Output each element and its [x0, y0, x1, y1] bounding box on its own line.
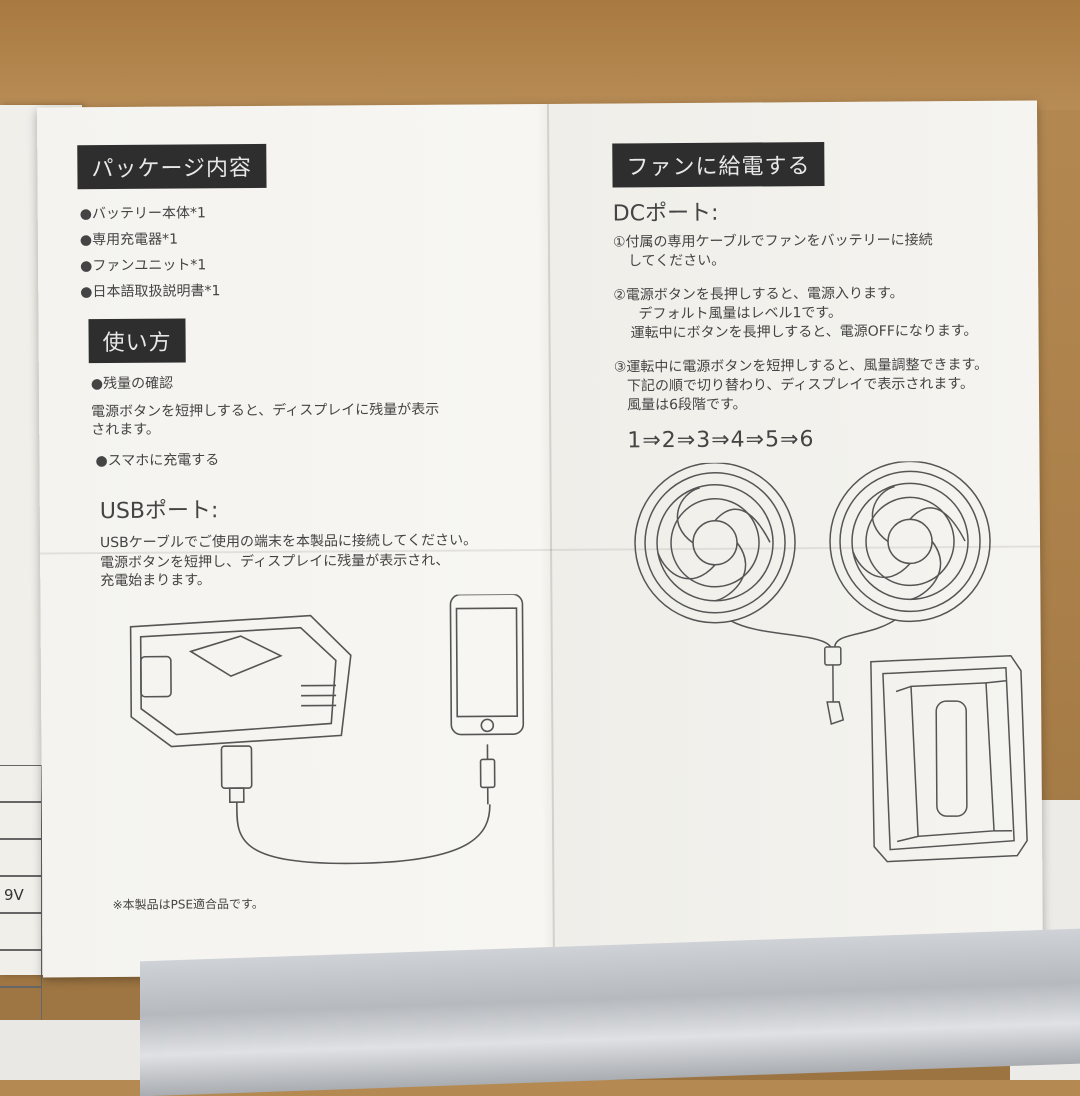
- usb-desc: USBケーブルでご使用の端末を本製品に接続してください。: [100, 531, 477, 553]
- battery-check-desc: されます。: [91, 421, 160, 440]
- fan-power-heading: ファンに給電する: [612, 142, 824, 187]
- cardboard-background: [0, 0, 1080, 110]
- spec-cell: [0, 839, 42, 876]
- usb-port-title: USBポート:: [100, 496, 219, 527]
- package-item: ●日本語取扱説明書*1: [80, 282, 220, 302]
- fan-right: [829, 461, 990, 622]
- instruction-sheet: パッケージ内容 ●バッテリー本体*1 ●専用充電器*1 ●ファンユニット*1 ●…: [37, 101, 1043, 978]
- pse-note: ※本製品はPSE適合品です。: [112, 896, 263, 913]
- usb-desc: 電源ボタンを短押し、ディスプレイに残量が表示され、: [100, 552, 449, 573]
- step-text: ③運転中に電源ボタンを短押しすると、風量調整できます。: [614, 356, 988, 378]
- package-item: ●バッテリー本体*1: [80, 204, 206, 224]
- charge-phone-label: ●スマホに充電する: [95, 451, 219, 471]
- battery-check-label: ●残量の確認: [91, 375, 173, 394]
- package-item: ●ファンユニット*1: [80, 256, 206, 276]
- package-heading: パッケージ内容: [77, 144, 266, 189]
- usage-heading: 使い方: [88, 318, 185, 363]
- fan-connection-illustration: [619, 461, 1042, 934]
- usb-desc: 充電始まります。: [100, 571, 211, 591]
- spec-cell: [0, 802, 42, 839]
- fan-level-sequence: 1⇒2⇒3⇒4⇒5⇒6: [627, 425, 814, 456]
- step-text: 風量は6段階です。: [627, 396, 747, 416]
- step-text: 下記の順で切り替わり、ディスプレイで表示されます。: [627, 375, 974, 396]
- package-item: ●専用充電器*1: [80, 231, 178, 251]
- spec-cell: 9V: [0, 876, 42, 913]
- spec-table-fragment: 9V: [0, 765, 42, 1024]
- usb-charging-illustration: [110, 594, 532, 887]
- battery-check-desc: 電源ボタンを短押しすると、ディスプレイに残量が表示: [91, 401, 439, 422]
- step-text: ①付属の専用ケーブルでファンをバッテリーに接続: [613, 231, 933, 252]
- spec-cell: [0, 765, 42, 802]
- spec-cell: [0, 950, 42, 987]
- spec-cell: [0, 987, 42, 1024]
- white-box-corner: [0, 1020, 140, 1080]
- dc-port-title: DCポート:: [613, 199, 719, 229]
- step-text: してください。: [628, 252, 725, 272]
- fold-line-vertical: [547, 104, 555, 974]
- spec-cell: [0, 913, 42, 950]
- step-text: デフォルト風量はレベル1です。: [638, 304, 842, 324]
- fan-left: [634, 462, 795, 623]
- step-text: ②電源ボタンを長押しすると、電源入ります。: [613, 284, 903, 305]
- step-text: 運転中にボタンを長押しすると、電源OFFになります。: [631, 322, 978, 343]
